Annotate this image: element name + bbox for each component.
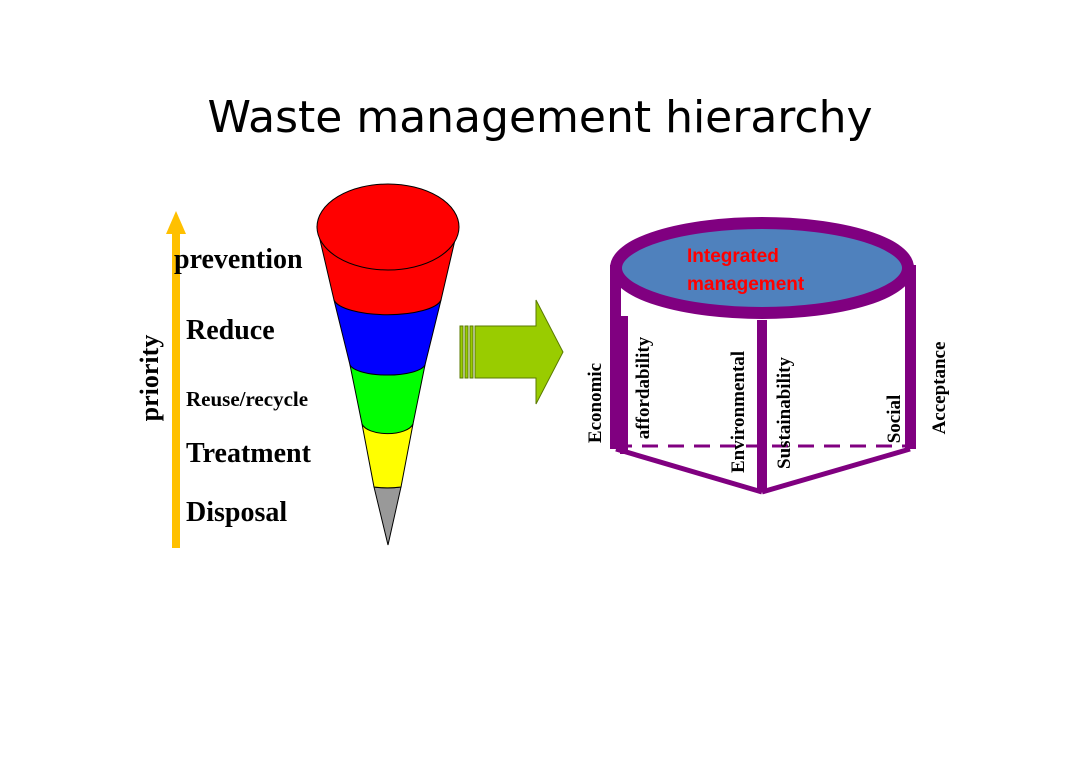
level-label-treatment: Treatment [186,438,312,469]
cone-segment-disposal [373,486,402,546]
pillar-environmental: Environmental [728,351,749,473]
cone-top [316,183,460,271]
level-label-disposal: Disposal [186,497,287,528]
pillar-social-sub: Acceptance [929,342,950,435]
cylinder-label-line1: Integrated [687,246,779,267]
hierarchy-cone [316,183,460,546]
level-label-reuse-recycle: Reuse/recycle [186,387,308,411]
level-label-prevention: prevention [174,244,303,275]
pillar-economic: Economic [585,363,606,443]
cylinder-label-line2: management [687,274,805,295]
level-label-reduce: Reduce [186,315,275,346]
integrated-management-cylinder [610,217,916,495]
pillar-economic-sub: affordability [633,336,654,439]
pillar-environmental-sub: Sustainability [774,357,795,469]
cone-segment-treatment [361,423,414,489]
priority-arrow [166,211,186,548]
cone-segment-reuse-recycle [349,364,426,435]
right-arrow-icon [459,299,564,405]
cone-segment-reduce [333,299,442,376]
pillar-social: Social [884,395,905,444]
page-title: Waste management hierarchy [207,92,873,143]
priority-label: priority [135,335,164,422]
